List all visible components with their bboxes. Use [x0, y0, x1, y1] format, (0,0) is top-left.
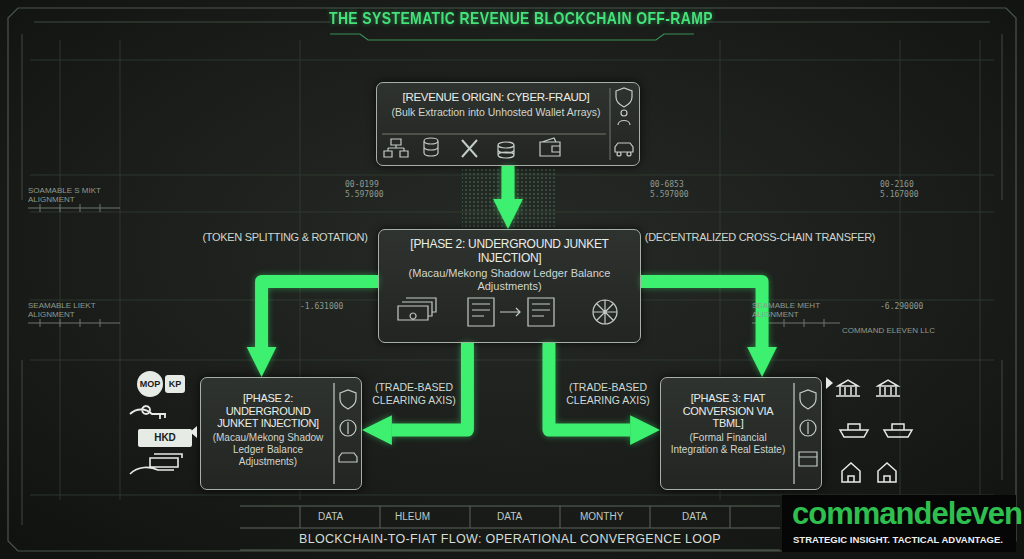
- banknote: [138, 429, 192, 447]
- footer-data: DATA: [682, 511, 707, 523]
- flow-arrow: [641, 281, 762, 347]
- coordinate-readout: -6.290000: [880, 302, 923, 311]
- coordinate-readout: 00-6853: [650, 180, 684, 189]
- flow-arrow: [502, 166, 515, 199]
- token-tag: [165, 375, 185, 393]
- ship-icon: [840, 424, 912, 437]
- currency-tag: MOP: [137, 379, 163, 389]
- process-box: [PHASE 3: FIAT CONVERSION VIA TBML](Form…: [660, 377, 822, 490]
- diagram-title: THE SYSTEMATIC REVENUE BLOCKCHAIN OFF-RA…: [101, 9, 941, 29]
- flow-label: (DECENTRALIZED CROSS-CHAIN TRANSFER): [645, 231, 875, 244]
- grid-note: SOAMABLE S MIKT ALIGNMENT: [28, 186, 123, 204]
- coordinate-readout: 5.597000: [650, 190, 689, 199]
- box-subtitle: (Bulk Extraction into Unhosted Wallet Ar…: [385, 106, 607, 118]
- box-heading: [REVENUE ORIGIN: CYBER-FRAUD]: [385, 90, 607, 104]
- coordinate-readout: 5.167000: [880, 190, 919, 199]
- pointer-triangle: [190, 426, 197, 438]
- diagram-caption: BLOCKCHAIN-TO-FIAT FLOW: OPERATIONAL CON…: [240, 532, 780, 546]
- coordinate-readout: 00-0199: [345, 180, 379, 189]
- process-box: [PHASE 2: UNDERGROUND JUNKET INJECTION](…: [378, 229, 641, 343]
- currency-tag: KP: [165, 379, 185, 389]
- cash-hand-icon: [130, 454, 182, 474]
- process-box: [PHASE 2: UNDERGROUND JUNKET INJECTION](…: [200, 377, 362, 490]
- footer-data: DATA: [497, 511, 522, 523]
- key-hand-icon: [130, 406, 166, 419]
- box-subtitle: (Formal Financial Integration & Real Est…: [667, 432, 789, 456]
- flow-label: (TRADE-BASED CLEARING AXIS): [560, 381, 656, 406]
- grid-note: SEAMABLE MEHT ALIGNMENT: [752, 301, 842, 319]
- box-subtitle: (Macau/Mekong Shadow Ledger Balance Adju…: [207, 432, 329, 468]
- pointer-triangle: [826, 377, 833, 389]
- box-heading: [PHASE 2: UNDERGROUND JUNKET INJECTION]: [387, 237, 632, 265]
- footer-data: DATA: [318, 511, 343, 523]
- footer-data: MONTHY: [580, 511, 623, 523]
- coordinate-readout: 00-2160: [880, 180, 914, 189]
- company-note: COMMAND ELEVEN LLC: [842, 326, 935, 335]
- coordinate-readout: -1.631000: [300, 302, 343, 311]
- currency-tag: HKD: [138, 432, 192, 444]
- brand-logo: commandeleven: [792, 498, 1022, 529]
- token-coin: [137, 371, 163, 397]
- box-heading: [PHASE 2: UNDERGROUND JUNKET INJECTION]: [207, 392, 329, 430]
- inner-frame: [22, 22, 1002, 525]
- flow-arrow: [262, 281, 378, 347]
- footer-data: HLEUM: [395, 511, 430, 523]
- box-subtitle: (Macau/Mekong Shadow Ledger Balance Adju…: [387, 267, 632, 293]
- grid-lines: [30, 40, 994, 500]
- outer-frame: [8, 8, 1016, 551]
- brand-tagline: STRATEGIC INSIGHT. TACTICAL ADVANTAGE.: [793, 535, 1003, 546]
- house-icon: [842, 463, 896, 482]
- bank-icon: [836, 380, 900, 396]
- coordinate-readout: 5.597000: [345, 190, 384, 199]
- title-bracket: [330, 34, 694, 40]
- flow-label: (TRADE-BASED CLEARING AXIS): [368, 381, 460, 406]
- grid-note: SEAMABLE LIEKT ALIGNMENT: [28, 301, 123, 319]
- footer-band: [240, 506, 780, 550]
- box-heading: [PHASE 3: FIAT CONVERSION VIA TBML]: [667, 392, 789, 430]
- process-box: [REVENUE ORIGIN: CYBER-FRAUD] (Bulk Extra…: [376, 82, 640, 166]
- flow-label: (TOKEN SPLITTING & ROTATION): [202, 231, 367, 244]
